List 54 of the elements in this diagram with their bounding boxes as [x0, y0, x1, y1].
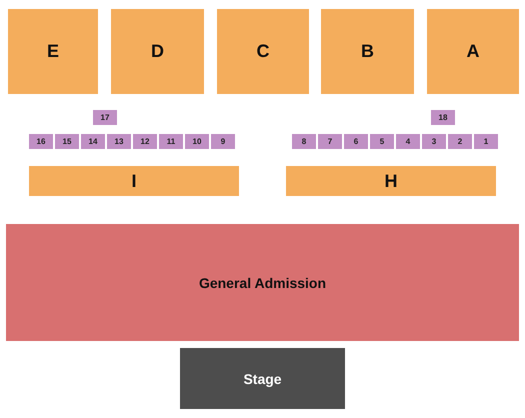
section-label: Stage [243, 370, 282, 386]
seating-table [447, 133, 473, 150]
section-label: 16 [36, 137, 46, 146]
section-label: 3 [432, 137, 436, 146]
section-label: 17 [100, 113, 110, 122]
seating-table [473, 133, 499, 150]
seating-section [286, 166, 496, 196]
section-label: 8 [302, 137, 306, 146]
seating-section [8, 9, 98, 94]
section-label: A [466, 41, 480, 62]
section-label: 18 [438, 113, 448, 122]
floor-area [6, 224, 519, 341]
seating-table [80, 133, 106, 150]
section-label: 12 [140, 137, 150, 146]
seating-table [430, 109, 456, 126]
seating-table [343, 133, 369, 150]
seating-section [111, 9, 204, 94]
seating-table [210, 133, 236, 150]
section-label: C [256, 41, 270, 62]
seating-table [132, 133, 158, 150]
seating-table [92, 109, 118, 126]
seating-table [369, 133, 395, 150]
seating-table [158, 133, 184, 150]
section-label: B [361, 41, 374, 62]
seating-table [421, 133, 447, 150]
section-label: 11 [166, 137, 176, 146]
section-label: 14 [88, 137, 98, 146]
section-label: I [131, 170, 136, 192]
section-label: H [384, 170, 398, 192]
seating-table [395, 133, 421, 150]
seating-table [106, 133, 132, 150]
seating-table [317, 133, 343, 150]
section-label: General Admission [198, 274, 326, 290]
seating-section [321, 9, 414, 94]
seating-section [217, 9, 309, 94]
section-label: 9 [220, 137, 226, 146]
section-label: 4 [406, 137, 410, 146]
section-label: 5 [380, 137, 384, 146]
seating-section [427, 9, 519, 94]
section-label: 7 [328, 137, 332, 146]
seating-table [28, 133, 54, 150]
seating-table [54, 133, 80, 150]
stage-area [180, 348, 345, 409]
section-label: 15 [62, 137, 72, 146]
section-label: D [151, 41, 164, 62]
section-label: 2 [458, 137, 462, 146]
seating-table [291, 133, 317, 150]
section-label: 13 [114, 137, 124, 146]
section-label: 10 [192, 137, 202, 146]
section-label: 1 [484, 137, 488, 146]
section-label: E [46, 41, 59, 62]
seating-table [184, 133, 210, 150]
section-label: 6 [354, 137, 358, 146]
seating-section [29, 166, 239, 196]
